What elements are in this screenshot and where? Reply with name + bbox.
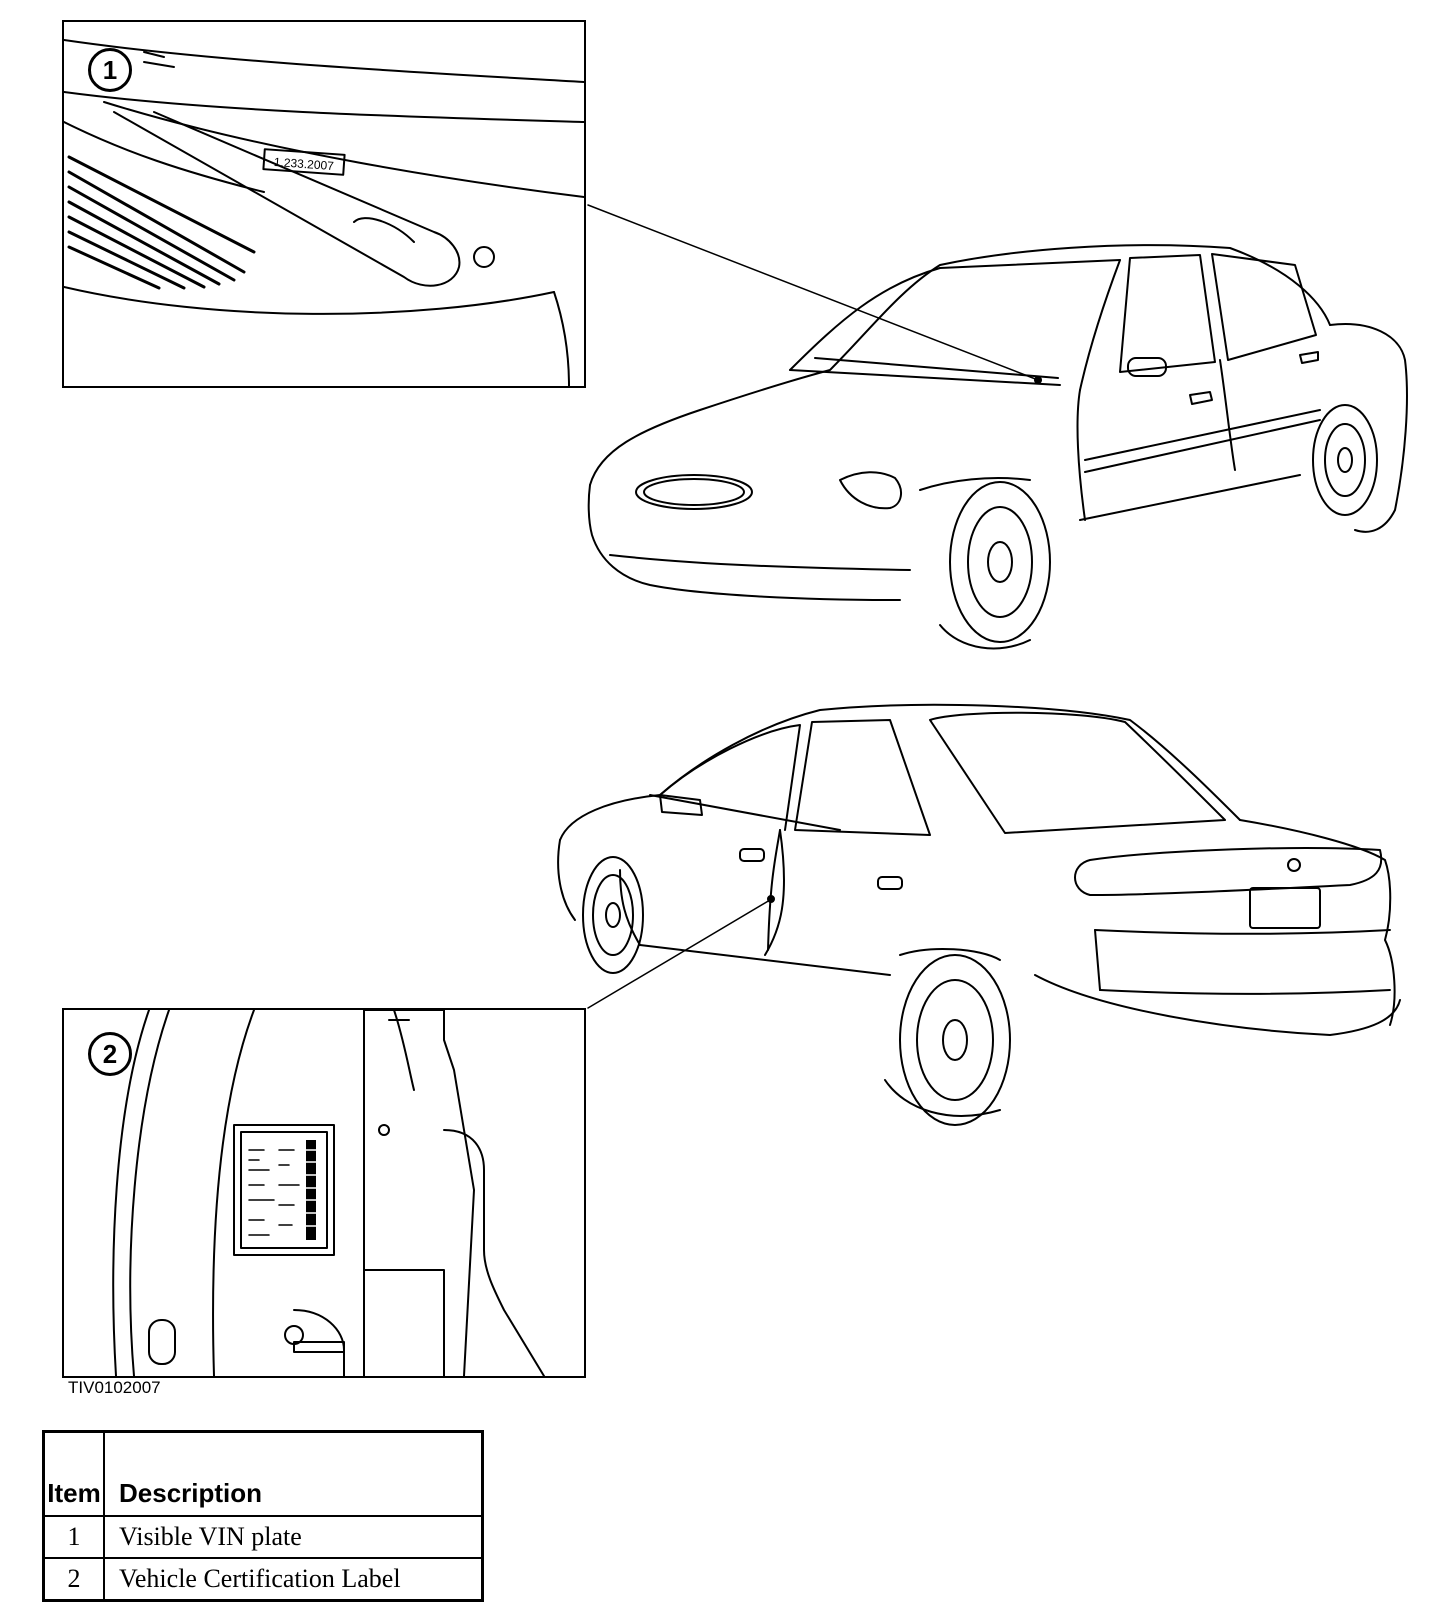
vin-plate-text: 1.233.2007 bbox=[273, 155, 334, 173]
sedan-front-view bbox=[587, 244, 1408, 650]
leader-line-1 bbox=[587, 204, 1039, 381]
legend-row: 1 Visible VIN plate bbox=[42, 1515, 484, 1559]
legend-item-number: 1 bbox=[42, 1515, 105, 1559]
legend-header-description: Description bbox=[103, 1430, 484, 1517]
leader-line-2 bbox=[587, 899, 771, 1009]
cowl-detail-drawing: 1.233.2007 bbox=[64, 39, 584, 386]
legend-table: Item Description 1 Visible VIN plate 2 V… bbox=[42, 1430, 484, 1602]
figure-code: TIV0102007 bbox=[68, 1378, 161, 1397]
legend-item-number: 2 bbox=[42, 1557, 105, 1602]
callout-1: 1 bbox=[88, 48, 132, 92]
legend-header-item: Item bbox=[42, 1430, 105, 1517]
legend-item-description: Visible VIN plate bbox=[103, 1515, 484, 1559]
vin-plate: 1.233.2007 bbox=[262, 148, 346, 176]
sedan-rear-view bbox=[557, 703, 1401, 1126]
door-pillar-detail-drawing bbox=[112, 1010, 545, 1376]
legend-row: 2 Vehicle Certification Label bbox=[42, 1557, 484, 1602]
vin-plate-location-dot bbox=[1034, 376, 1042, 384]
cowl-grille bbox=[67, 155, 256, 290]
certification-label bbox=[233, 1124, 335, 1256]
legend-item-description: Vehicle Certification Label bbox=[103, 1557, 484, 1602]
legend-header-row: Item Description bbox=[42, 1430, 484, 1517]
detail-inset-vin-plate: 1.233.2007 bbox=[62, 20, 586, 388]
callout-2: 2 bbox=[88, 1032, 132, 1076]
detail-inset-certification-label bbox=[62, 1008, 586, 1378]
